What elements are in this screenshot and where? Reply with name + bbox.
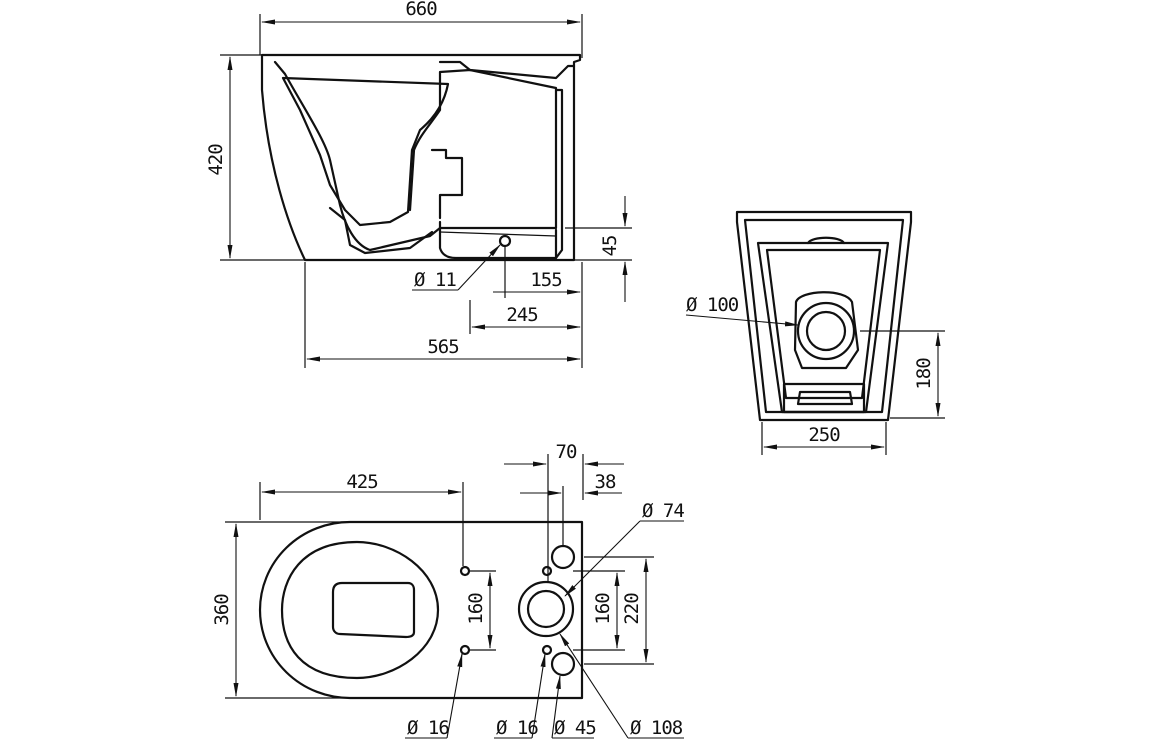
label-250: 250 xyxy=(808,424,840,446)
dim-spacing-38: 38 xyxy=(520,471,622,496)
pan-trap xyxy=(328,206,434,255)
dim-rear-base-width: 250 xyxy=(763,424,885,450)
plan-outlet-outer xyxy=(517,580,575,638)
label-dia-108: Ø 108 xyxy=(630,717,683,739)
label-425: 425 xyxy=(346,471,377,493)
label-38: 38 xyxy=(595,471,616,493)
rear-outlet-outer xyxy=(796,301,856,361)
label-160-left: 160 xyxy=(465,593,487,625)
label-360: 360 xyxy=(211,594,233,626)
dim-fixing-hole-left: Ø 16 xyxy=(405,653,463,739)
dim-inlet-diameter: Ø 45 xyxy=(551,675,597,739)
pan-spigot xyxy=(430,148,464,220)
label-565: 565 xyxy=(427,336,458,358)
inlet-bottom xyxy=(550,651,576,677)
dim-height: 420 xyxy=(205,56,233,259)
label-70: 70 xyxy=(556,441,577,463)
dim-plan-width: 360 xyxy=(211,523,239,697)
pan-inner-profile xyxy=(273,60,558,252)
label-dia-16-right: Ø 16 xyxy=(496,717,538,739)
label-dia-74: Ø 74 xyxy=(642,500,684,522)
fixing-hole-top-left xyxy=(459,565,471,577)
dim-rear-outlet-height: 180 xyxy=(913,332,941,417)
dim-spacing-70: 70 xyxy=(504,441,624,467)
rear-top-slot xyxy=(806,236,846,245)
plan-bowl-opening xyxy=(331,581,416,639)
dim-base-length: 565 xyxy=(306,336,581,362)
dim-fixing-from-back: 245 xyxy=(471,304,581,330)
dim-front-to-fixing: 425 xyxy=(261,471,462,495)
label-155: 155 xyxy=(530,269,561,291)
label-180: 180 xyxy=(913,358,935,390)
rear-bottom-slot-inner xyxy=(796,390,854,406)
dim-plan-outlet-outer-diameter: Ø 108 xyxy=(559,633,684,739)
label-dia-45: Ø 45 xyxy=(554,717,596,739)
fixing-hole-bottom-right xyxy=(541,644,553,656)
pan-rim xyxy=(438,60,576,80)
label-dia-11: Ø 11 xyxy=(414,269,456,291)
plan-rim xyxy=(280,540,440,680)
rear-inner xyxy=(743,218,905,414)
dim-fixing-spacing-left: 160 xyxy=(465,572,493,649)
pan-bowl xyxy=(281,76,450,227)
pan-back-wall xyxy=(554,88,564,260)
label-dia-100: Ø 100 xyxy=(686,294,739,316)
rear-outlet-inner xyxy=(805,310,847,352)
plan-view: 425 360 70 38 Ø 74 xyxy=(211,441,685,739)
label-660: 660 xyxy=(405,0,437,20)
rear-bottom-slot xyxy=(782,382,866,414)
label-220: 220 xyxy=(621,593,643,625)
dim-fixing-spacing-right: 160 xyxy=(592,572,620,649)
plan-outline xyxy=(258,520,584,700)
dim-fixing-hole-right: Ø 16 xyxy=(494,653,546,739)
pan-outer-profile xyxy=(260,53,582,262)
dim-plan-outlet-diameter: Ø 74 xyxy=(564,500,685,597)
rear-cavity-inner xyxy=(765,248,882,400)
dim-spacing-220: 220 xyxy=(621,558,649,663)
label-420: 420 xyxy=(205,144,227,176)
fixing-hole-side xyxy=(498,234,512,248)
label-45: 45 xyxy=(599,236,621,257)
plan-outlet-inner xyxy=(526,589,566,629)
dim-outlet-height: 45 xyxy=(599,196,628,302)
inlet-top xyxy=(550,544,576,570)
dim-outlet-from-back: 155 xyxy=(493,269,581,295)
side-view: 660 420 45 Ø 11 xyxy=(205,0,632,368)
rear-view: Ø 100 180 250 xyxy=(685,210,945,455)
fixing-hole-top-right xyxy=(541,565,553,577)
label-245: 245 xyxy=(506,304,537,326)
label-160-right: 160 xyxy=(592,593,614,625)
pan-outlet-channel xyxy=(438,220,558,260)
rear-outer xyxy=(735,210,913,422)
dim-overall-length: 660 xyxy=(261,0,581,25)
fixing-hole-bottom-left xyxy=(459,644,471,656)
dim-rear-outlet-diameter: Ø 100 xyxy=(685,294,799,327)
label-dia-16-left: Ø 16 xyxy=(407,717,449,739)
rear-outlet-frame xyxy=(793,291,860,370)
dim-hole-diameter: Ø 11 xyxy=(412,244,501,291)
